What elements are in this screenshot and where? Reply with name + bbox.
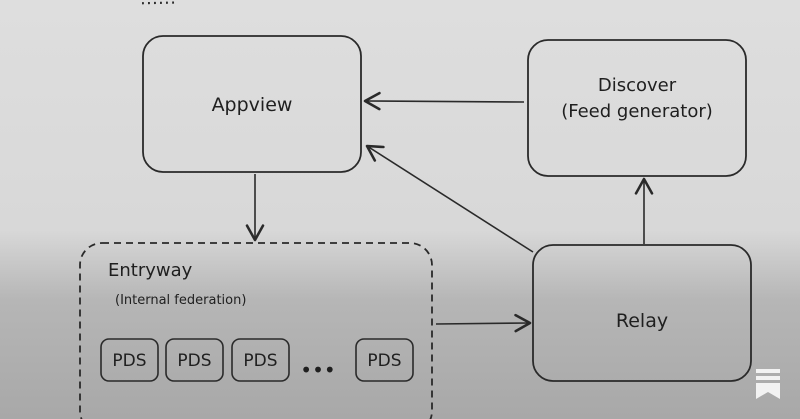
bookmark-icon [756, 369, 780, 399]
pds-box-1 [100, 338, 159, 382]
discover-label: Discover [598, 75, 677, 96]
discover-box [527, 39, 747, 177]
arrow-relay-to-appview [365, 144, 534, 253]
pds-label-4: PDS [367, 351, 401, 371]
pds-box-3 [231, 338, 290, 382]
pds-ellipsis: ••• [300, 358, 335, 382]
entryway-box [79, 242, 433, 419]
pds-box-2 [165, 338, 224, 382]
relay-box [532, 244, 752, 382]
entryway-sublabel: (Internal federation) [115, 293, 246, 308]
pds-label-3: PDS [243, 351, 277, 371]
pds-label-1: PDS [112, 351, 146, 371]
pds-label-2: PDS [177, 351, 211, 371]
arrow-discover-to-appview [363, 91, 525, 111]
pds-box-4 [355, 338, 414, 382]
arrow-entryway-to-relay [435, 313, 532, 333]
entryway-label: Entryway [108, 260, 193, 281]
appview-label: Appview [212, 94, 293, 116]
relay-label: Relay [616, 310, 668, 332]
discover-sublabel: (Feed generator) [561, 101, 713, 122]
appview-box [142, 35, 362, 173]
